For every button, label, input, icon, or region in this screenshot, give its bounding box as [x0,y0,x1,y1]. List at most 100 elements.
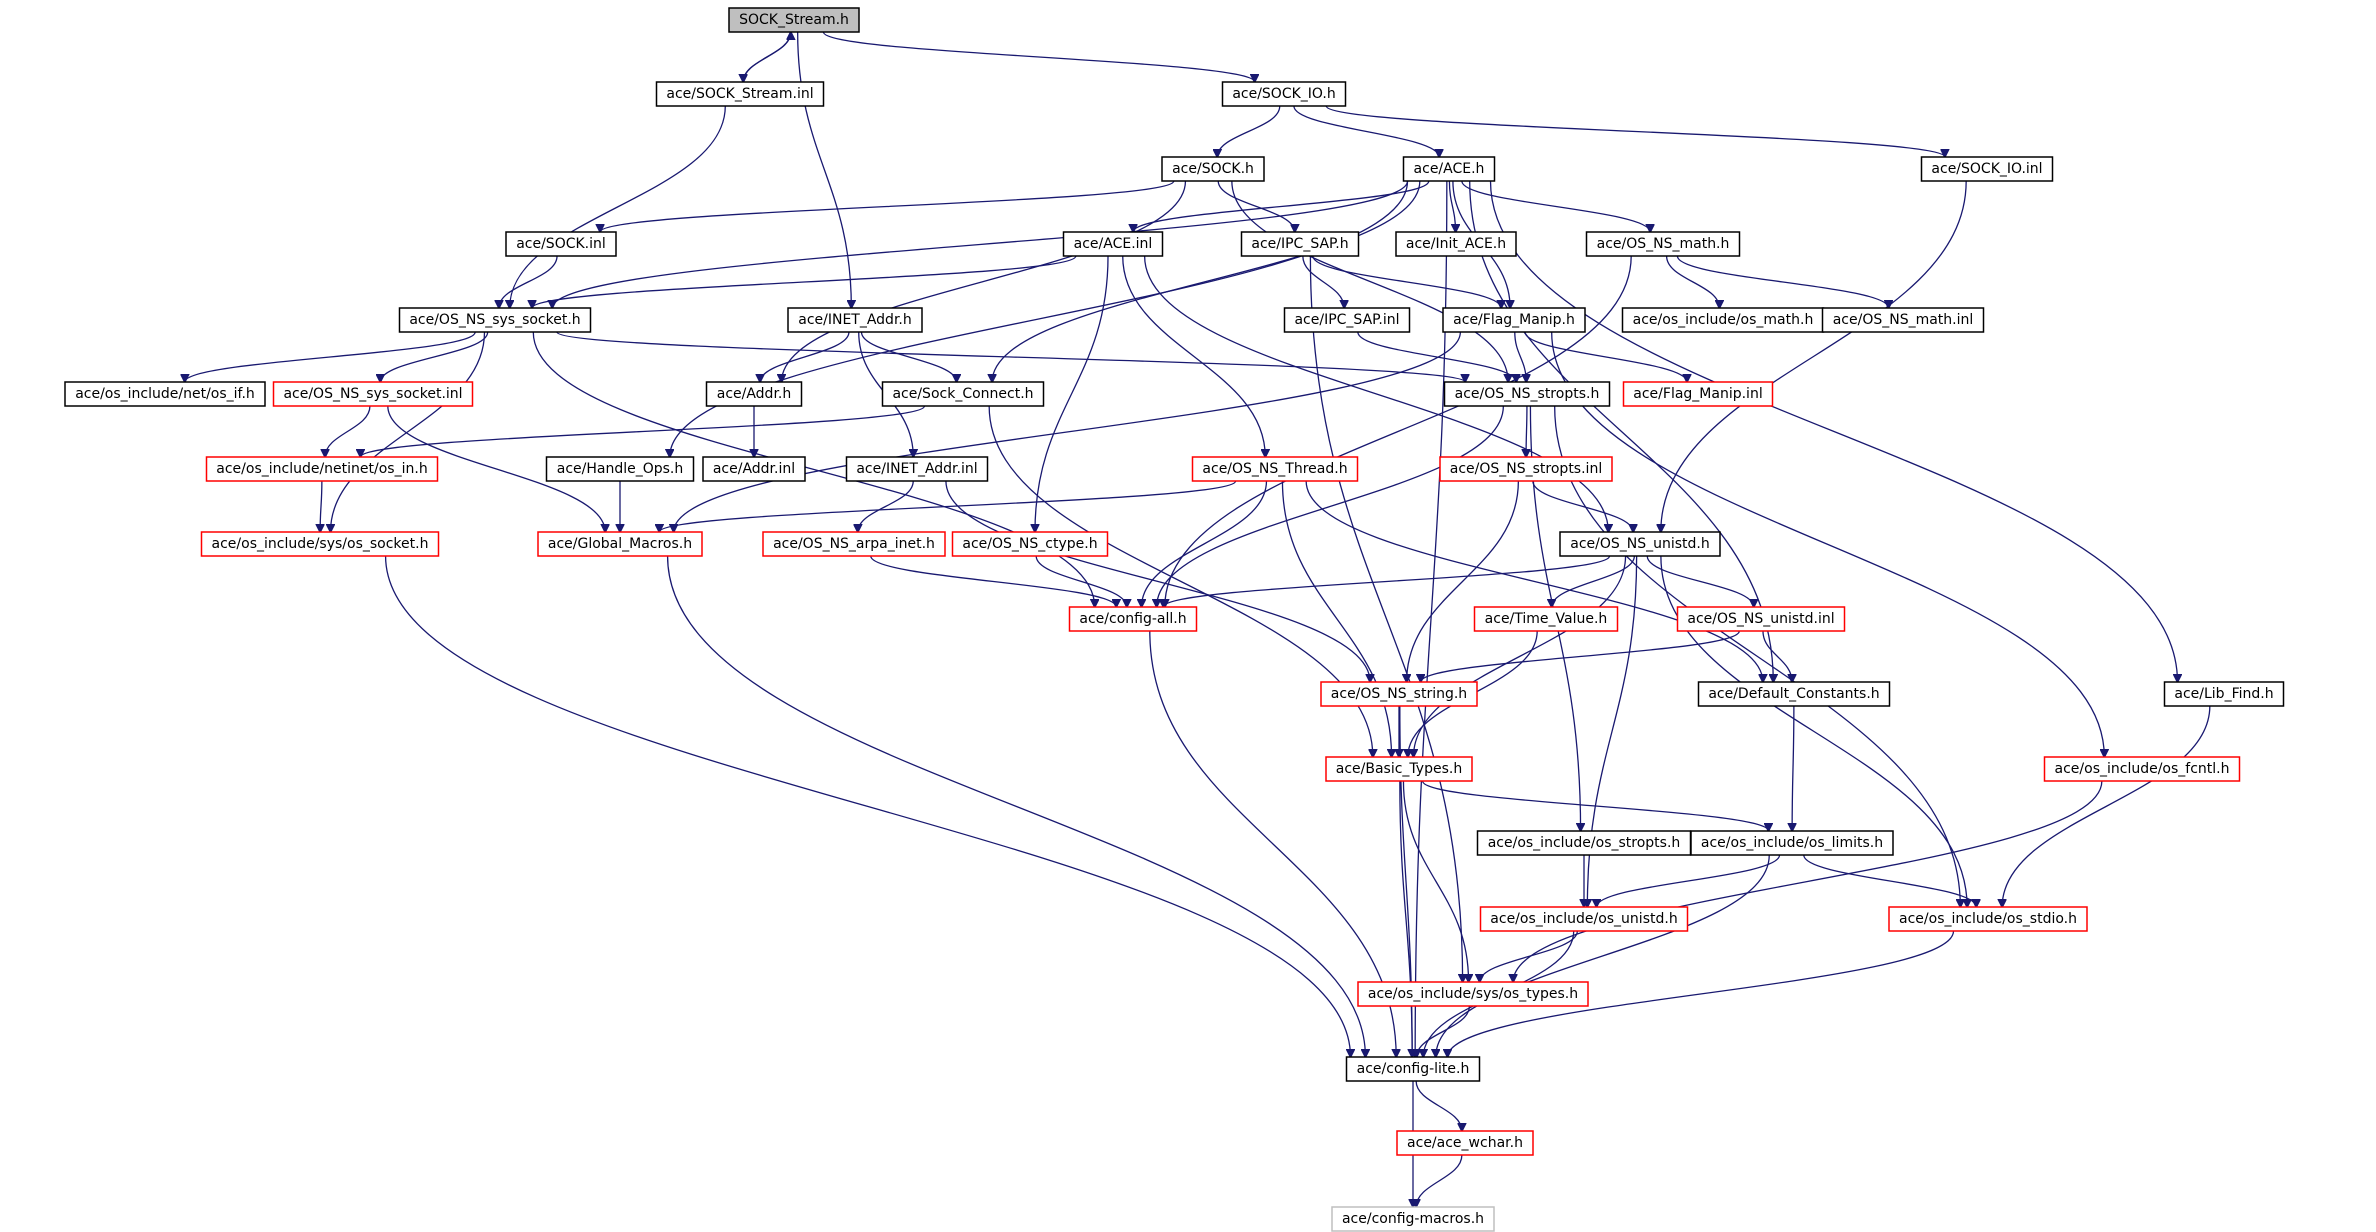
edge-flag-manip-h-to-os-ns-stropts-h [1514,331,1526,382]
edge-global-macros-h-to-config-lite-h [666,555,1366,1057]
node-os-ns-arpa-inet-h[interactable]: ace/OS_NS_arpa_inet.h [762,531,946,557]
node-ipc-sap-inl[interactable]: ace/IPC_SAP.inl [1283,307,1411,333]
node-time-value-h[interactable]: ace/Time_Value.h [1473,606,1619,632]
edges-layer [185,32,2211,1207]
node-sock-io-h[interactable]: ace/SOCK_IO.h [1221,81,1347,107]
node-os-ns-math-h[interactable]: ace/OS_NS_math.h [1585,231,1741,257]
node-inet-addr-inl[interactable]: ace/INET_Addr.inl [845,456,989,482]
edge-os-ns-stropts-inl-to-os-ns-unistd-h [1532,480,1633,532]
node-flag-manip-inl[interactable]: ace/Flag_Manip.inl [1622,381,1774,407]
edge-os-limits-h-to-os-unistd-h [1596,854,1781,907]
node-box [702,456,806,482]
node-label: ace/INET_Addr.h [798,312,912,328]
node-config-all-h[interactable]: ace/config-all.h [1068,606,1198,632]
node-label: ace/os_include/os_stdio.h [1899,911,2077,927]
node-label: ace/OS_NS_sys_socket.inl [283,386,462,402]
node-os-if-h[interactable]: ace/os_include/net/os_if.h [64,381,266,407]
node-os-socket-h[interactable]: ace/os_include/sys/os_socket.h [200,531,440,557]
node-os-include-os-math-h[interactable]: ace/os_include/os_math.h [1621,307,1825,333]
edge-os-ns-sys-socket-h-to-os-socket-h [331,331,486,532]
node-os-ns-sys-socket-inl[interactable]: ace/OS_NS_sys_socket.inl [272,381,474,407]
node-os-in-h[interactable]: ace/os_include/netinet/os_in.h [205,456,439,482]
node-label: ace/ACE.inl [1074,236,1153,252]
node-box [1473,606,1619,632]
node-box [1068,606,1198,632]
node-lib-find-h[interactable]: ace/Lib_Find.h [2163,681,2285,707]
node-ace-wchar-h[interactable]: ace/ace_wchar.h [1396,1130,1534,1156]
node-label: ace/INET_Addr.inl [856,461,977,477]
node-flag-manip-h[interactable]: ace/Flag_Manip.h [1442,307,1586,333]
node-os-ns-unistd-inl[interactable]: ace/OS_NS_unistd.inl [1676,606,1846,632]
node-box [1283,307,1411,333]
edge-sock-h-to-os-ns-stropts-h [1231,180,1508,382]
edge-ace-wchar-h-to-config-macros-h [1416,1154,1463,1207]
node-os-ns-unistd-h[interactable]: ace/OS_NS_unistd.h [1559,531,1721,557]
node-os-ns-stropts-inl[interactable]: ace/OS_NS_stropts.inl [1439,456,1613,482]
node-inet-addr-h[interactable]: ace/INET_Addr.h [787,307,923,333]
node-box [1161,156,1265,182]
edge-sock-inl-to-os-ns-sys-socket-h [499,255,558,308]
node-os-stropts-h[interactable]: ace/os_include/os_stropts.h [1476,830,1692,856]
node-addr-h[interactable]: ace/Addr.h [705,381,803,407]
edge-os-ns-sys-socket-h-to-os-if-h [185,331,476,382]
node-addr-inl[interactable]: ace/Addr.inl [702,456,806,482]
node-basic-types-h[interactable]: ace/Basic_Types.h [1325,756,1473,782]
edge-ace-inl-to-os-ns-sys-socket-h [532,255,1077,308]
node-config-lite-h[interactable]: ace/config-lite.h [1345,1056,1481,1082]
edge-os-unistd-h-to-os-types-h [1480,930,1578,982]
edge-lib-find-h-to-os-stdio-h [2002,705,2211,907]
node-os-ns-sys-socket-h[interactable]: ace/OS_NS_sys_socket.h [398,307,592,333]
node-default-constants-h[interactable]: ace/Default_Constants.h [1697,681,1891,707]
node-label: ace/os_include/os_math.h [1633,312,1814,328]
node-label: ace/Handle_Ops.h [557,461,684,477]
node-os-limits-h[interactable]: ace/os_include/os_limits.h [1690,830,1894,856]
node-handle-ops-h[interactable]: ace/Handle_Ops.h [545,456,695,482]
edge-sock-stream-inl-to-os-ns-sys-socket-h [510,105,726,308]
edge-os-ns-sys-socket-inl-to-os-in-h [325,405,371,457]
node-ipc-sap-h[interactable]: ace/IPC_SAP.h [1240,231,1360,257]
edge-flag-manip-h-to-global-macros-h [674,331,1462,532]
node-box [1443,381,1611,407]
edge-sock-stream-inl-to-sock-stream-h [742,32,791,83]
edge-sock-h-to-sock-inl [600,180,1175,232]
node-label: ace/OS_NS_unistd.inl [1687,611,1834,627]
node-init-ace-h[interactable]: ace/Init_ACE.h [1395,231,1517,257]
edge-os-ns-unistd-h-to-config-all-h [1163,555,1611,607]
node-ace-h[interactable]: ace/ACE.h [1402,156,1496,182]
node-sock-io-inl[interactable]: ace/SOCK_IO.inl [1920,156,2054,182]
node-os-types-h[interactable]: ace/os_include/sys/os_types.h [1357,981,1589,1007]
node-sock-stream-h[interactable]: SOCK_Stream.h [728,7,860,33]
node-os-ns-ctype-h[interactable]: ace/OS_NS_ctype.h [951,531,1109,557]
node-label: ace/Time_Value.h [1485,611,1608,627]
node-label: ace/os_include/netinet/os_in.h [216,461,427,477]
node-sock-h[interactable]: ace/SOCK.h [1161,156,1265,182]
node-os-fcntl-h[interactable]: ace/os_include/os_fcntl.h [2043,756,2241,782]
node-os-ns-math-inl[interactable]: ace/OS_NS_math.inl [1821,307,1985,333]
node-label: ace/SOCK.inl [516,236,606,252]
node-sock-inl[interactable]: ace/SOCK.inl [505,231,617,257]
node-os-ns-thread-h[interactable]: ace/OS_NS_Thread.h [1191,456,1359,482]
node-box [881,381,1045,407]
node-label: ace/os_include/os_unistd.h [1490,911,1677,927]
node-label: ace/OS_NS_ctype.h [962,536,1097,552]
node-box [1320,681,1478,707]
node-global-macros-h[interactable]: ace/Global_Macros.h [537,531,703,557]
node-ace-inl[interactable]: ace/ACE.inl [1062,231,1164,257]
node-os-ns-stropts-h[interactable]: ace/OS_NS_stropts.h [1443,381,1611,407]
edge-os-types-h-to-config-lite-h [1417,1005,1471,1057]
node-os-ns-string-h[interactable]: ace/OS_NS_string.h [1320,681,1478,707]
node-box [1240,231,1360,257]
node-label: ace/OS_NS_sys_socket.h [409,312,580,328]
node-box [1439,456,1613,482]
node-box [845,456,989,482]
node-os-stdio-h[interactable]: ace/os_include/os_stdio.h [1888,906,2088,932]
edge-os-ns-math-h-to-os-ns-math-inl [1676,255,1888,308]
node-os-unistd-h[interactable]: ace/os_include/os_unistd.h [1479,906,1689,932]
node-box [1621,307,1825,333]
edge-ace-h-to-lib-find-h [1489,180,2178,682]
node-box [1395,231,1517,257]
node-config-macros-h[interactable]: ace/config-macros.h [1331,1206,1495,1232]
node-sock-stream-inl[interactable]: ace/SOCK_Stream.inl [655,81,825,107]
node-sock-connect-h[interactable]: ace/Sock_Connect.h [881,381,1045,407]
node-label: ace/Sock_Connect.h [892,386,1033,402]
